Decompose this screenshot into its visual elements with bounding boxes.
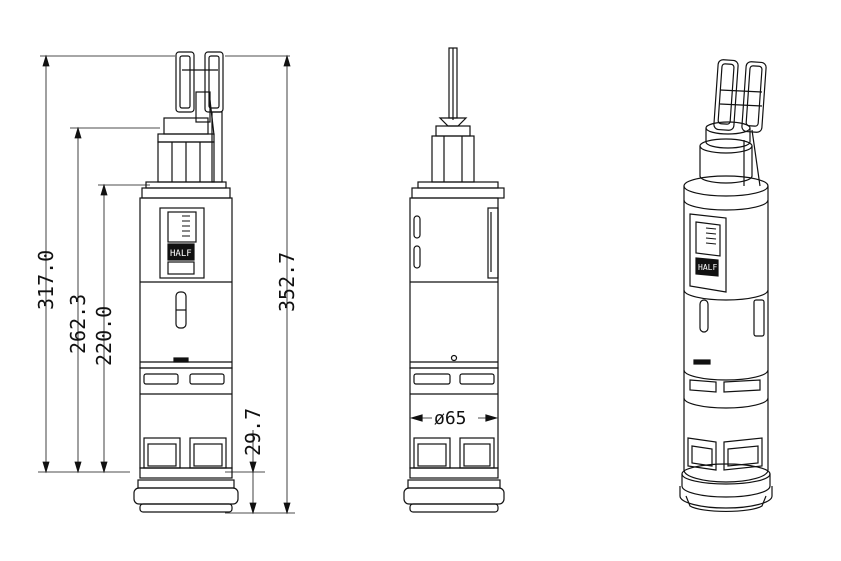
side-view [403, 47, 505, 513]
front-cage [139, 367, 233, 479]
dim-317: 317.0 [34, 250, 58, 310]
front-base [133, 479, 239, 513]
dim-352: 352.7 [275, 252, 299, 312]
dimension-text-front: 317.0 262.3 220.0 352.7 29.7 HALF [34, 249, 299, 456]
iso-view [679, 59, 773, 513]
front-collar [141, 117, 231, 199]
half-label-front: HALF [170, 249, 192, 259]
half-label-iso: HALF [698, 263, 717, 272]
front-handles [175, 51, 224, 183]
dimension-lines-front [38, 54, 295, 515]
front-view [38, 51, 295, 515]
front-body [139, 197, 233, 369]
dim-diameter: ø65 [434, 408, 467, 429]
dim-29: 29.7 [241, 408, 265, 456]
dim-262: 262.3 [66, 294, 90, 354]
dim-220: 220.0 [92, 306, 116, 366]
